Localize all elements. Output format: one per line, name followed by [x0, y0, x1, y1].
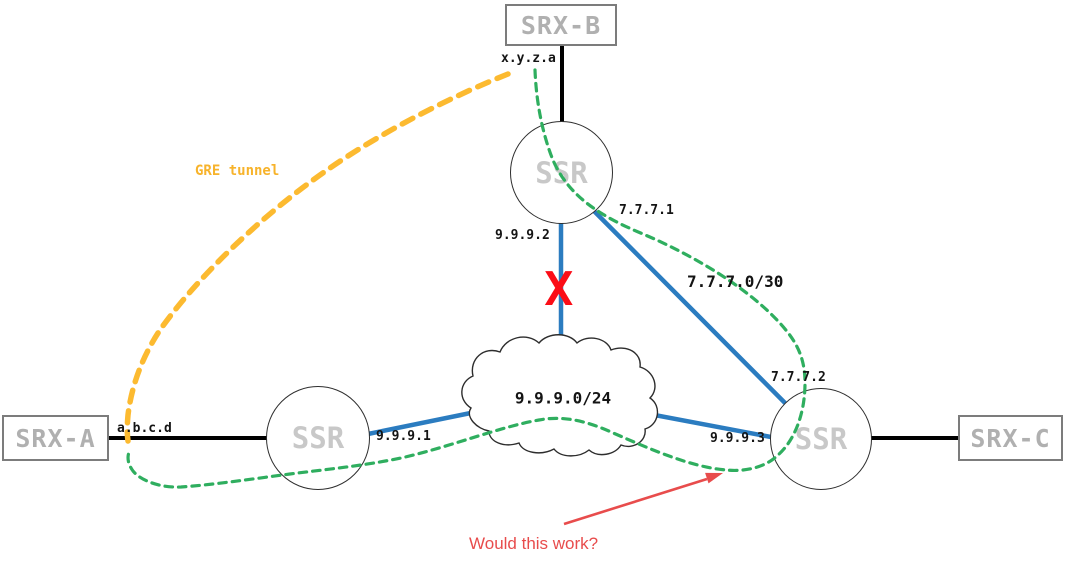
node-srx-a-label: SRX-A [15, 423, 96, 453]
node-ssr-top-label: SSR [535, 155, 588, 190]
node-srx-c: SRX-C [958, 415, 1063, 461]
label-ip-9-9-9-1: 9.9.9.1 [376, 429, 431, 444]
label-ip-9-9-9-3: 9.9.9.3 [710, 431, 765, 446]
question-text: Would this work? [469, 534, 599, 553]
node-ssr-right-label: SSR [794, 422, 848, 456]
node-srx-c-label: SRX-C [970, 423, 1051, 453]
node-srx-b: SRX-B [505, 4, 617, 46]
label-ip-7-7-7-1: 7.7.7.1 [619, 203, 674, 218]
node-ssr-right: SSR [770, 388, 872, 490]
node-srx-b-label: SRX-B [520, 10, 602, 40]
question-arrowhead [705, 472, 723, 484]
node-srx-a: SRX-A [2, 415, 109, 461]
node-ssr-top: SSR [510, 121, 613, 224]
link-down-x-icon: X [544, 262, 574, 316]
label-cloud-subnet: 9.9.9.0/24 [514, 388, 612, 408]
label-ip-9-9-9-2: 9.9.9.2 [495, 228, 550, 243]
label-subnet-7-7-7-0-30: 7.7.7.0/30 [687, 272, 784, 291]
label-a-b-c-d: a.b.c.d [117, 421, 172, 436]
question-arrow-shaft [563, 477, 708, 526]
label-x-y-z-a: x.y.z.a [501, 51, 556, 66]
link-ssrtop-ssrright [590, 207, 793, 411]
label-ip-7-7-7-2: 7.7.7.2 [771, 370, 826, 385]
traffic-path-curve [126, 68, 807, 489]
gre-tunnel-curve [124, 71, 511, 444]
node-ssr-left-label: SSR [291, 421, 345, 455]
label-gre-tunnel: GRE tunnel [195, 163, 280, 179]
node-ssr-left: SSR [266, 386, 370, 490]
question-arrow [563, 472, 723, 526]
